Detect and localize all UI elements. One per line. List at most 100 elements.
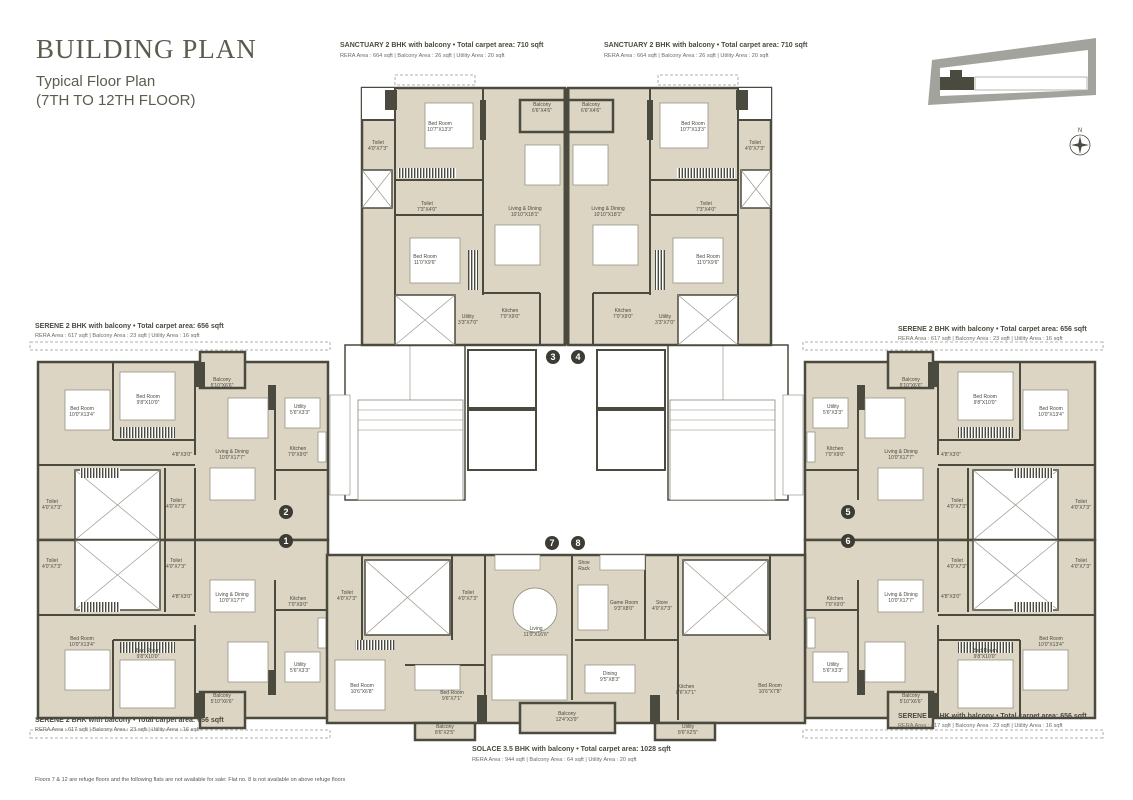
svg-text:RERA Area : 617 sqft | Balcony: RERA Area : 617 sqft | Balcony Area : 23… — [35, 333, 200, 339]
svg-text:4'8"X3'0": 4'8"X3'0" — [941, 452, 961, 458]
core-right — [596, 344, 804, 501]
svg-text:SERENE 2 BHK with balcony • To: SERENE 2 BHK with balcony • Total carpet… — [35, 717, 224, 724]
caption-solace: SOLACE 3.5 BHK with balcony • Total carp… — [472, 746, 671, 763]
svg-text:RERA Area : 617 sqft | Balcony: RERA Area : 617 sqft | Balcony Area : 23… — [35, 727, 200, 733]
compass-icon: N — [1069, 128, 1091, 156]
svg-text:4: 4 — [575, 352, 580, 362]
svg-text:1: 1 — [283, 536, 288, 546]
flat-number-7: 7 — [545, 536, 559, 550]
flat-number-3: 3 — [546, 350, 560, 364]
svg-text:RERA Area : 664 sqft | Balcony: RERA Area : 664 sqft | Balcony Area : 26… — [604, 53, 769, 59]
svg-text:8: 8 — [575, 538, 580, 548]
svg-text:N: N — [1078, 128, 1082, 134]
caption-sanctuary-right: SANCTUARY 2 BHK with balcony • Total car… — [604, 42, 808, 59]
svg-text:SANCTUARY 2 BHK with balcony •: SANCTUARY 2 BHK with balcony • Total car… — [340, 42, 544, 49]
svg-text:RERA Area : 944 sqft | Balcony: RERA Area : 944 sqft | Balcony Area : 64… — [472, 757, 637, 763]
svg-text:4'8"X3'0": 4'8"X3'0" — [172, 452, 192, 458]
footnote: Floors 7 & 12 are refuge floors and the … — [35, 777, 346, 783]
flat-number-5: 5 — [841, 505, 855, 519]
svg-text:5: 5 — [845, 507, 850, 517]
solace-unit — [325, 553, 807, 742]
svg-text:7: 7 — [549, 538, 554, 548]
svg-text:RERA Area : 617 sqft | Balcony: RERA Area : 617 sqft | Balcony Area : 23… — [898, 723, 1063, 729]
flat-number-2: 2 — [279, 505, 293, 519]
svg-text:RERA Area : 664 sqft | Balcony: RERA Area : 664 sqft | Balcony Area : 26… — [340, 53, 505, 59]
svg-text:6: 6 — [845, 536, 850, 546]
subtitle: Typical Floor Plan — [36, 73, 156, 90]
caption-serene-bottom-right: SERENE 2 BHK with balcony • Total carpet… — [898, 713, 1087, 729]
caption-serene-bottom-left: SERENE 2 BHK with balcony • Total carpet… — [35, 717, 224, 733]
page-title: BUILDING PLAN — [36, 34, 257, 64]
svg-text:RERA Area : 617 sqft | Balcony: RERA Area : 617 sqft | Balcony Area : 23… — [898, 336, 1063, 342]
caption-serene-top-right: SERENE 2 BHK with balcony • Total carpet… — [898, 326, 1087, 342]
svg-text:SOLACE 3.5 BHK with balcony •: SOLACE 3.5 BHK with balcony • Total carp… — [472, 746, 671, 753]
svg-text:2: 2 — [283, 507, 288, 517]
key-plan — [928, 38, 1096, 105]
corridor — [280, 500, 855, 555]
svg-text:4'8"X3'0": 4'8"X3'0" — [941, 594, 961, 600]
svg-text:4'8"X3'0": 4'8"X3'0" — [172, 594, 192, 600]
svg-text:SERENE 2 BHK with balcony • To: SERENE 2 BHK with balcony • Total carpet… — [35, 323, 224, 330]
svg-text:SANCTUARY 2 BHK with balcony •: SANCTUARY 2 BHK with balcony • Total car… — [604, 42, 808, 49]
core-left — [329, 344, 537, 501]
svg-text:SERENE 2 BHK with balcony • To: SERENE 2 BHK with balcony • Total carpet… — [898, 713, 1087, 720]
flat-number-4: 4 — [571, 350, 585, 364]
flat-number-8: 8 — [571, 536, 585, 550]
subtitle-floors: (7TH TO 12TH FLOOR) — [36, 92, 196, 109]
